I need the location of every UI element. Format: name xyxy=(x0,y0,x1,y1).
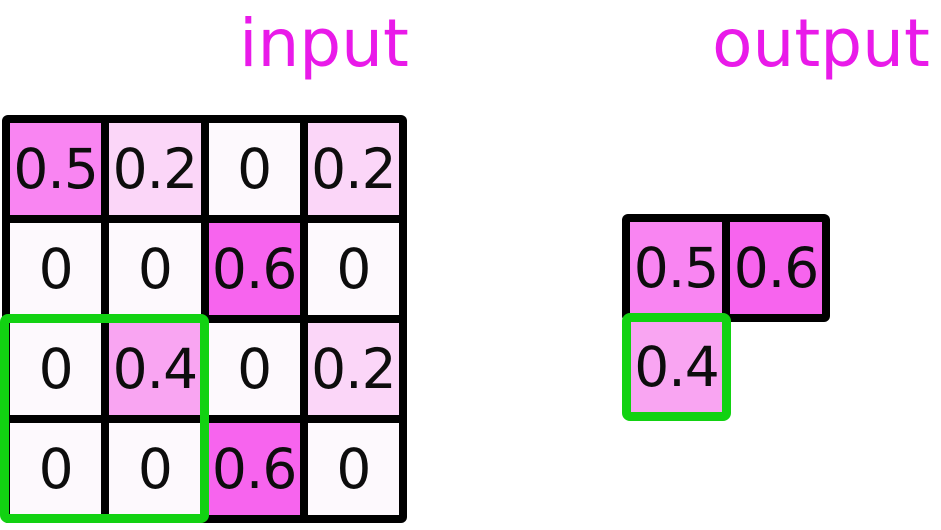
input-cell-r4c4: 0 xyxy=(307,423,399,515)
input-cell-r1c3: 0 xyxy=(208,123,300,215)
output-highlight-cell: 0.4 xyxy=(622,313,731,421)
output-label: output xyxy=(712,5,930,82)
input-cell-r4c3: 0.6 xyxy=(208,423,300,515)
input-cell-r1c1: 0.5 xyxy=(10,123,102,215)
input-cell-r3c3: 0 xyxy=(208,323,300,415)
input-cell-r2c2: 0 xyxy=(109,223,201,315)
input-cell-r3c1: 0 xyxy=(10,323,102,415)
input-cell-r4c2: 0 xyxy=(109,423,201,515)
input-cell-r2c3: 0.6 xyxy=(208,223,300,315)
input-cell-r2c1: 0 xyxy=(10,223,102,315)
input-cell-r3c2: 0.4 xyxy=(109,323,201,415)
input-cell-r1c4: 0.2 xyxy=(307,123,399,215)
input-cell-r3c4: 0.2 xyxy=(307,323,399,415)
input-label: input xyxy=(239,5,409,82)
output-cell-2: 0.6 xyxy=(730,222,822,314)
output-cell-1: 0.5 xyxy=(630,222,722,314)
input-cell-r4c1: 0 xyxy=(10,423,102,515)
input-cell-r1c2: 0.2 xyxy=(109,123,201,215)
pooling-window-highlight xyxy=(0,314,209,523)
input-cell-r2c4: 0 xyxy=(307,223,399,315)
